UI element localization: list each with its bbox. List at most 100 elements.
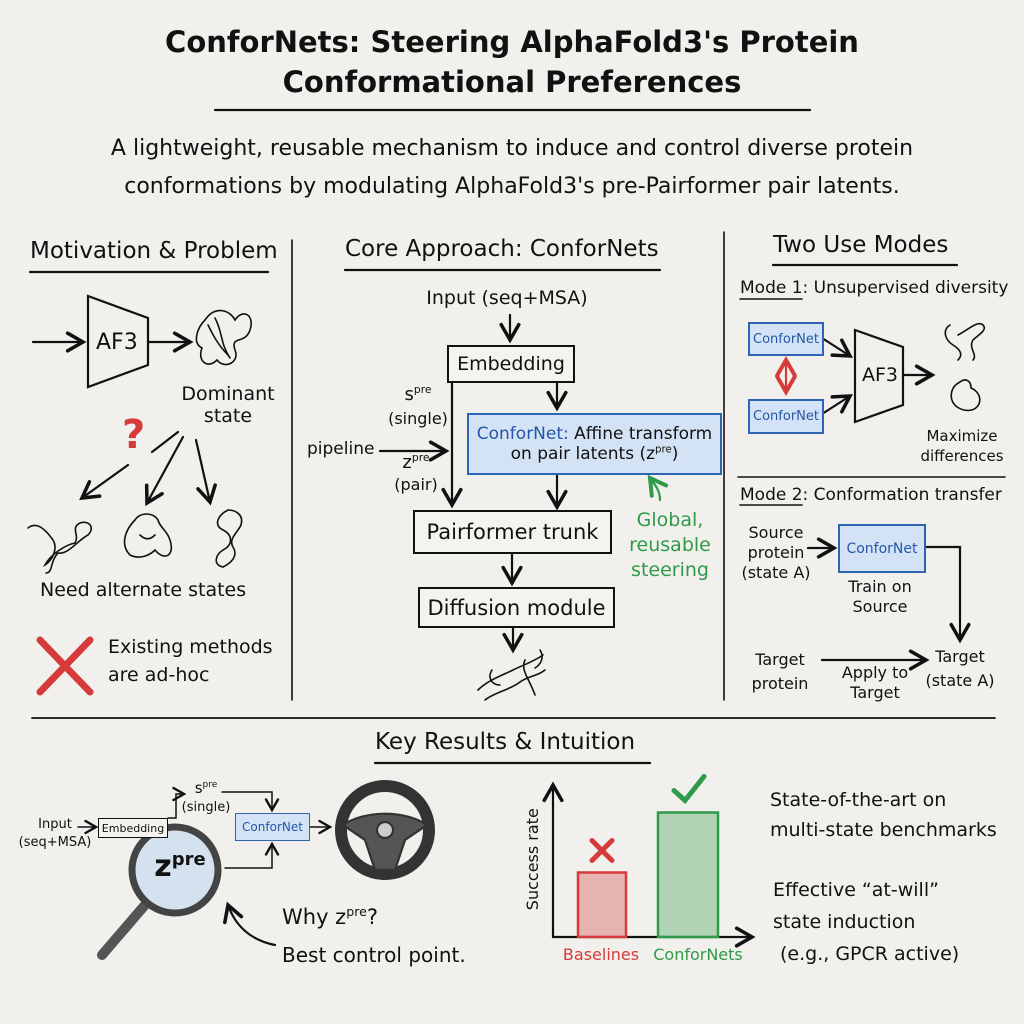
confornet-box-mode2: ConforNet xyxy=(838,524,926,573)
pre-superscript: pre xyxy=(411,451,430,464)
confornet-desc-1: Affine transform xyxy=(574,423,713,444)
why-z-pre-label: Why zpre? xyxy=(282,904,379,929)
s-symbol: s xyxy=(194,779,203,797)
pairformer-label: Pairformer trunk xyxy=(426,520,599,544)
mode1-heading: Mode 1: Unsupervised diversity xyxy=(740,278,1009,299)
input-label: Input (seq+MSA) xyxy=(426,287,588,309)
mode2-heading: Mode 2: Conformation transfer xyxy=(740,485,1002,506)
ad-hoc-label: are ad-hoc xyxy=(108,664,210,686)
confornet-line-1: ConforNet: Affine transform xyxy=(477,424,712,444)
source-state-label: (state A) xyxy=(741,563,811,582)
z-symbol: z xyxy=(154,849,172,884)
pairformer-box: Pairformer trunk xyxy=(413,510,612,554)
confornet-line-2: on pair latents (zpre) xyxy=(511,444,679,464)
target-protein-label-2: protein xyxy=(751,674,809,693)
results-single-label: (single) xyxy=(181,800,231,815)
confornet-box-2: ConforNet xyxy=(748,399,824,434)
confornet-box: ConforNet: Affine transform on pair late… xyxy=(467,413,722,475)
state-label: state xyxy=(203,405,253,427)
sota-line-2: multi-state benchmarks xyxy=(770,819,997,841)
effective-line-3: (e.g., GPCR active) xyxy=(780,943,960,965)
source-protein-label: protein xyxy=(747,543,805,562)
results-input-label: Input xyxy=(38,817,72,832)
steering-label: steering xyxy=(631,559,709,581)
results-confornet-box: ConforNet xyxy=(235,813,310,841)
target-protein-label-1: Target xyxy=(755,650,805,669)
red-cross-icon xyxy=(36,636,94,696)
existing-methods-label: Existing methods xyxy=(108,636,273,658)
s-pre-label: spre xyxy=(404,383,432,406)
magnified-z-pre: zpre xyxy=(154,849,206,885)
single-label: (single) xyxy=(388,409,448,428)
af3-label: AF3 xyxy=(96,330,138,355)
apply-to-label: Apply to xyxy=(841,663,909,682)
embedding-box: Embedding xyxy=(447,345,575,383)
x-tick-confornets: ConforNets xyxy=(653,945,743,964)
mode2-text: : Conformation transfer xyxy=(802,485,1002,505)
confornet-desc-2: on pair latents (z xyxy=(510,444,656,464)
confornet-box-1: ConforNet xyxy=(748,322,824,356)
modes-heading: Two Use Modes xyxy=(773,232,949,258)
motivation-heading: Motivation & Problem xyxy=(30,238,278,264)
alternate-protein-icon-2 xyxy=(123,513,173,558)
best-control-label: Best control point. xyxy=(282,943,466,967)
target-output-label-2: (state A) xyxy=(925,671,995,690)
differences-label: differences xyxy=(920,447,1004,465)
target-output-label-1: Target xyxy=(935,647,985,666)
af3-trapezoid xyxy=(86,294,150,389)
effective-line-2: state induction xyxy=(773,911,916,933)
y-axis-label: Success rate xyxy=(522,808,542,911)
s-symbol: s xyxy=(404,384,414,405)
results-s-pre: spre xyxy=(194,779,218,797)
z-symbol: z xyxy=(402,452,412,473)
pre-superscript: pre xyxy=(655,444,672,456)
train-source-label: Source xyxy=(852,597,908,616)
confornet-label: ConforNet xyxy=(753,409,819,424)
x-tick-baselines: Baselines xyxy=(562,945,640,964)
sota-line-1: State-of-the-art on xyxy=(770,789,947,811)
diverse-protein-icon-1 xyxy=(944,322,986,361)
results-embedding-box: Embedding xyxy=(98,818,168,838)
diffusion-label: Diffusion module xyxy=(427,595,606,620)
pre-superscript: pre xyxy=(171,849,206,870)
dominant-protein-icon xyxy=(195,309,252,366)
pipeline-label: pipeline xyxy=(307,439,375,459)
cross-icon xyxy=(589,838,615,863)
embedding-label: Embedding xyxy=(101,821,165,835)
global-label: Global, xyxy=(636,509,704,531)
train-on-label: Train on xyxy=(848,577,912,596)
magnifier-icon xyxy=(97,823,222,960)
paren: ) xyxy=(671,444,679,464)
diverse-protein-icon-2 xyxy=(950,379,981,412)
af3-trapezoid-mode1 xyxy=(853,328,905,424)
mode1-label: Mode 1 xyxy=(740,278,803,298)
confornet-name: ConforNet: xyxy=(476,423,569,444)
steering-wheel-icon xyxy=(335,780,435,880)
alternate-states-label: Need alternate states xyxy=(40,579,247,601)
mode2-label: Mode 2 xyxy=(740,485,803,505)
subtitle-line-2: conformations by modulating AlphaFold3's… xyxy=(124,174,900,199)
embedding-label: Embedding xyxy=(457,353,565,375)
title-line-1: ConforNets: Steering AlphaFold3's Protei… xyxy=(165,25,859,59)
pre-superscript: pre xyxy=(413,383,432,396)
apply-target-label: Target xyxy=(850,683,900,702)
alternate-protein-icon-3 xyxy=(215,509,243,568)
confornet-label: ConforNet xyxy=(242,820,303,834)
diffusion-box: Diffusion module xyxy=(418,587,615,628)
af3-label-mode1: AF3 xyxy=(862,364,899,386)
mode1-text: : Unsupervised diversity xyxy=(802,278,1009,298)
maximize-label: Maximize xyxy=(926,427,998,445)
question-icon: ? xyxy=(122,412,146,458)
confornet-label: ConforNet xyxy=(846,540,918,557)
bar-confornets xyxy=(656,811,720,939)
effective-line-1: Effective “at-will” xyxy=(773,879,939,901)
check-icon xyxy=(671,774,707,805)
pre-superscript: pre xyxy=(202,780,218,790)
confornet-label: ConforNet xyxy=(753,331,819,347)
alternate-protein-icon-1 xyxy=(27,521,92,574)
core-heading: Core Approach: ConforNets xyxy=(345,236,659,262)
reusable-label: reusable xyxy=(629,534,711,556)
question-mark: ? xyxy=(366,905,379,929)
z-pre-label: zpre xyxy=(402,451,430,474)
